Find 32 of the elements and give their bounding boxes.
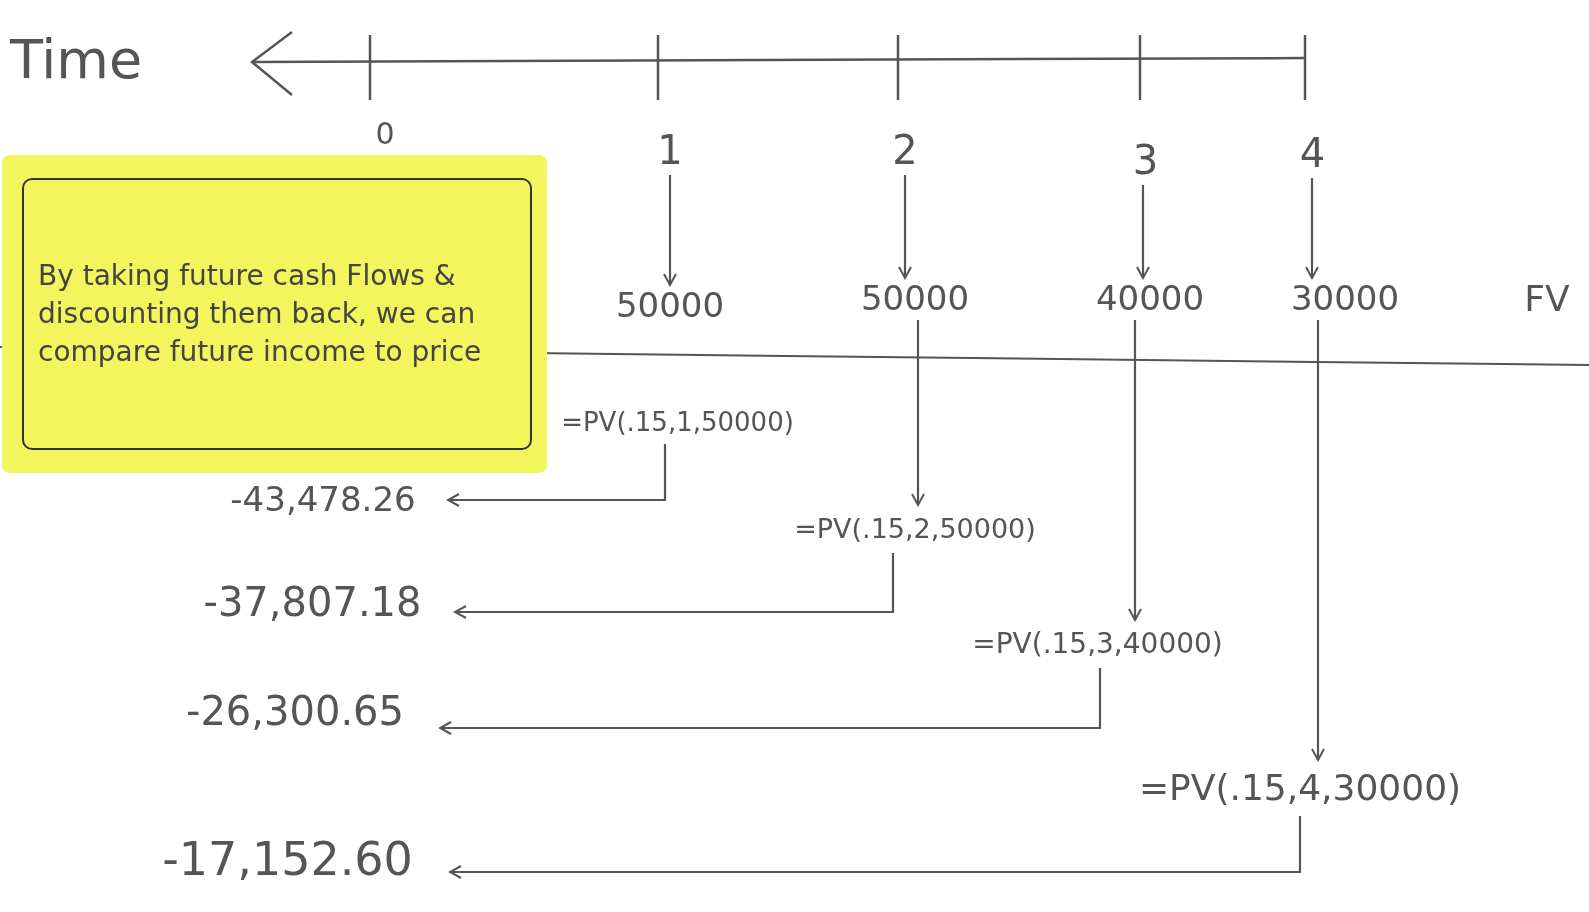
tick-label: 0 [360, 118, 410, 148]
arrow [663, 175, 677, 286]
tick-label: 2 [880, 125, 930, 175]
note-text: By taking future cash Flows & discounting them back, we can compare future income to price [38, 258, 483, 370]
present-value: -17,152.60 [125, 828, 450, 890]
tick-label: 4 [1285, 128, 1340, 178]
tick-label: 1 [645, 125, 695, 175]
arrow [447, 444, 667, 507]
note-box [22, 178, 532, 450]
arrow [898, 175, 912, 279]
present-value: -26,300.65 [150, 683, 440, 739]
arrow [454, 553, 895, 619]
present-value: -37,807.18 [170, 573, 455, 631]
cash-flow-value: 50000 [595, 285, 745, 327]
present-value: -43,478.26 [198, 478, 448, 522]
cash-flow-value: 30000 [1245, 278, 1445, 320]
cash-flow-label: FV [1512, 276, 1582, 322]
arrow [1136, 185, 1150, 279]
pv-formula: =PV(.15,4,30000) [1090, 760, 1510, 816]
tick-label: 3 [1118, 135, 1173, 185]
arrow [1305, 178, 1319, 279]
arrow [1128, 320, 1142, 621]
arrow [911, 320, 925, 506]
pv-formula: =PV(.15,3,40000) [935, 620, 1260, 668]
cash-flow-value: 50000 [840, 278, 990, 320]
pv-formula: =PV(.15,1,50000) [535, 400, 820, 444]
cash-flow-value: 40000 [1075, 278, 1225, 320]
arrow [1311, 320, 1325, 761]
axis-label: Time [10, 30, 143, 90]
arrow [439, 668, 1102, 735]
pv-formula: =PV(.15,2,50000) [765, 505, 1065, 553]
arrow [449, 816, 1302, 879]
